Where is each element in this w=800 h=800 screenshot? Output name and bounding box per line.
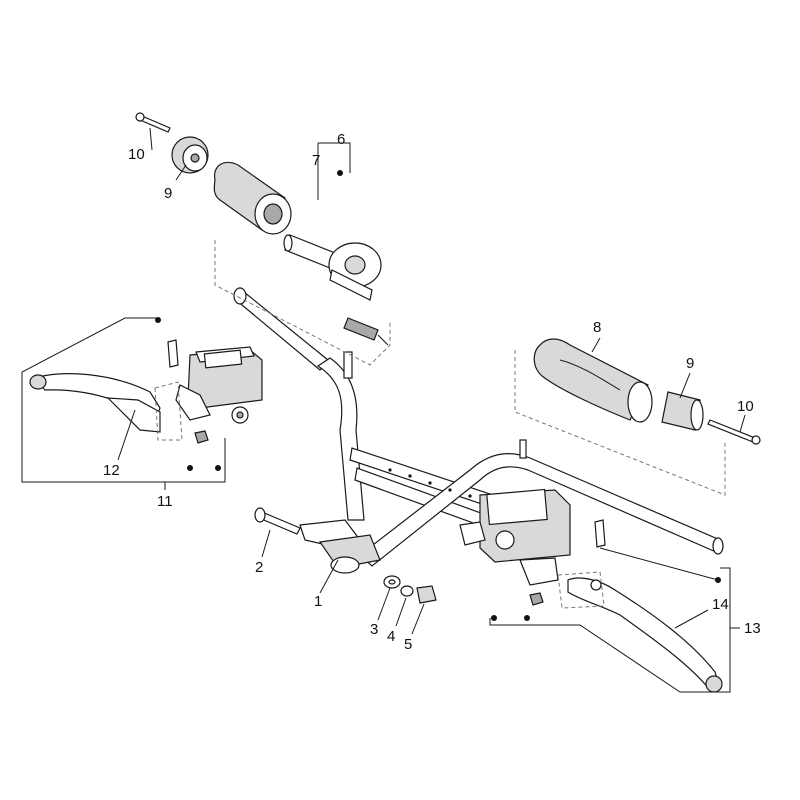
bar-end-screw-right <box>707 419 761 445</box>
callout-10-top: 10 <box>128 146 145 163</box>
callout-3: 3 <box>370 621 379 638</box>
callout-12: 12 <box>103 462 120 479</box>
right-grip-group-outline <box>514 350 726 496</box>
callout-9-top: 9 <box>164 185 173 202</box>
throttle-group-outline <box>214 240 391 366</box>
bar-end-weight-left <box>171 136 209 174</box>
callout-5: 5 <box>404 636 413 653</box>
bar-end-screw-left <box>135 112 171 133</box>
left-master-cylinder <box>167 339 263 444</box>
clamp-bolt <box>254 507 301 535</box>
callout-4: 4 <box>387 628 396 645</box>
callout-10-right: 10 <box>737 398 754 415</box>
nut <box>416 585 437 604</box>
left-lever <box>29 373 161 433</box>
callout-13: 13 <box>744 620 761 637</box>
bar-end-weight-right <box>661 391 704 431</box>
right-master-cylinder <box>459 488 606 606</box>
callout-8: 8 <box>593 319 602 336</box>
handlebar-clamp <box>299 519 381 574</box>
washer <box>383 575 401 589</box>
leader-lines <box>149 127 746 635</box>
callout-2: 2 <box>255 559 264 576</box>
right-grip <box>533 338 653 423</box>
callout-14: 14 <box>712 596 729 613</box>
callout-6: 6 <box>337 131 346 148</box>
callout-1: 1 <box>314 593 323 610</box>
bracket-13 <box>489 567 731 693</box>
spacer <box>400 585 414 597</box>
bracket-11 <box>21 317 226 483</box>
right-lever <box>567 577 723 693</box>
throttle-tube <box>283 234 389 346</box>
left-grip <box>213 161 292 235</box>
callout-9-right: 9 <box>686 355 695 372</box>
callout-7: 7 <box>312 152 321 169</box>
callout-11: 11 <box>157 493 173 510</box>
